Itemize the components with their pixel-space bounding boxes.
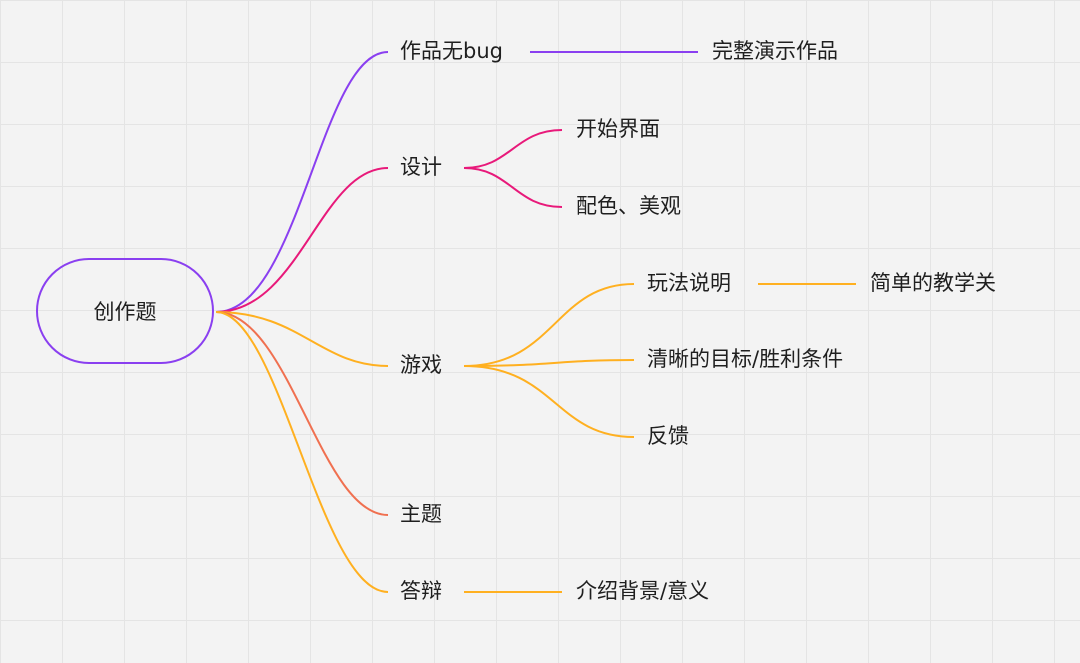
root-node[interactable]: 创作题 xyxy=(36,258,214,364)
connector-game-goal xyxy=(463,359,635,367)
connector-root-game xyxy=(215,311,389,367)
connector-design-start xyxy=(463,129,563,169)
node-clear-goal[interactable]: 清晰的目标/胜利条件 xyxy=(647,347,844,371)
node-design[interactable]: 设计 xyxy=(400,155,442,179)
connector-game-feedback xyxy=(463,365,635,438)
connector-game-rules xyxy=(463,283,635,367)
node-game[interactable]: 游戏 xyxy=(400,353,442,377)
node-feedback[interactable]: 反馈 xyxy=(647,424,689,448)
root-label: 创作题 xyxy=(93,300,157,324)
node-start-screen[interactable]: 开始界面 xyxy=(576,117,660,141)
connector-root-theme xyxy=(215,311,389,516)
node-theme[interactable]: 主题 xyxy=(400,502,442,526)
node-background-meaning[interactable]: 介绍背景/意义 xyxy=(576,579,710,603)
connector-root-bugfree xyxy=(215,51,389,313)
connector-root-design xyxy=(215,167,389,313)
node-tutorial-level[interactable]: 简单的教学关 xyxy=(870,271,996,295)
connector-design-color xyxy=(463,167,563,208)
node-defense[interactable]: 答辩 xyxy=(400,579,442,603)
node-gameplay-rules[interactable]: 玩法说明 xyxy=(647,271,731,295)
node-complete-demo[interactable]: 完整演示作品 xyxy=(712,39,838,63)
connector-root-defense xyxy=(215,311,389,593)
node-bugfree[interactable]: 作品无bug xyxy=(400,39,503,63)
node-color-aesthetics[interactable]: 配色、美观 xyxy=(576,194,681,218)
